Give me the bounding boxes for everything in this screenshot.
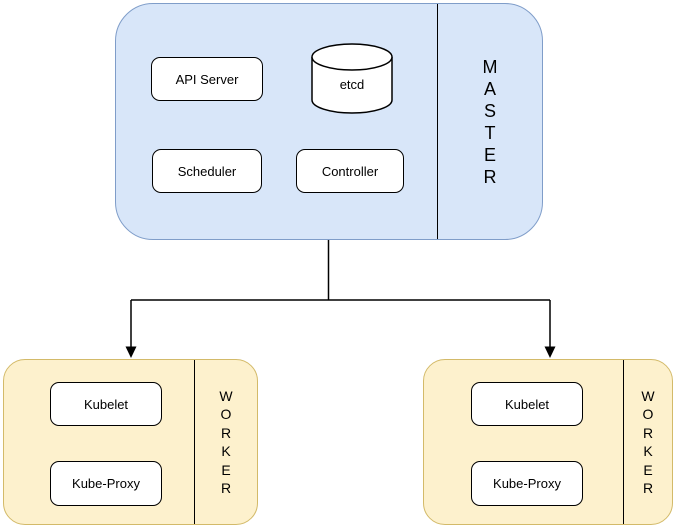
scheduler-box: Scheduler xyxy=(152,149,262,193)
worker-node-1: Kubelet Kube-Proxy W O R K E R xyxy=(3,359,258,525)
controller-label: Controller xyxy=(321,163,379,179)
kube-proxy-box-2: Kube-Proxy xyxy=(471,461,583,506)
worker-divider-1 xyxy=(194,360,195,524)
api-server-box: API Server xyxy=(151,57,263,101)
master-node: API Server etcd Scheduler Controller M A… xyxy=(115,3,543,240)
kube-proxy-label: Kube-Proxy xyxy=(72,476,140,491)
worker-label-1: W O R K E R xyxy=(219,387,233,497)
worker-divider-2 xyxy=(623,360,624,524)
kubelet-label: Kubelet xyxy=(83,396,129,412)
etcd-cylinder: etcd xyxy=(311,43,393,114)
controller-box: Controller xyxy=(296,149,404,193)
scheduler-label: Scheduler xyxy=(177,163,237,179)
kubelet-label: Kubelet xyxy=(504,396,550,412)
worker-node-2: Kubelet Kube-Proxy W O R K E R xyxy=(423,359,673,525)
kube-proxy-label: Kube-Proxy xyxy=(493,476,561,491)
worker-label-2: W O R K E R xyxy=(641,387,655,497)
api-server-label: API Server xyxy=(175,71,239,87)
kubelet-box-1: Kubelet xyxy=(50,382,162,426)
master-label: M A S T E R xyxy=(482,56,498,187)
etcd-label: etcd xyxy=(339,77,365,92)
arrowhead-left-icon xyxy=(125,346,137,358)
kube-proxy-box-1: Kube-Proxy xyxy=(50,461,162,506)
arrowhead-right-icon xyxy=(544,346,556,358)
master-divider xyxy=(437,4,438,239)
cylinder-shape-icon xyxy=(311,43,393,114)
kubelet-box-2: Kubelet xyxy=(471,382,583,426)
